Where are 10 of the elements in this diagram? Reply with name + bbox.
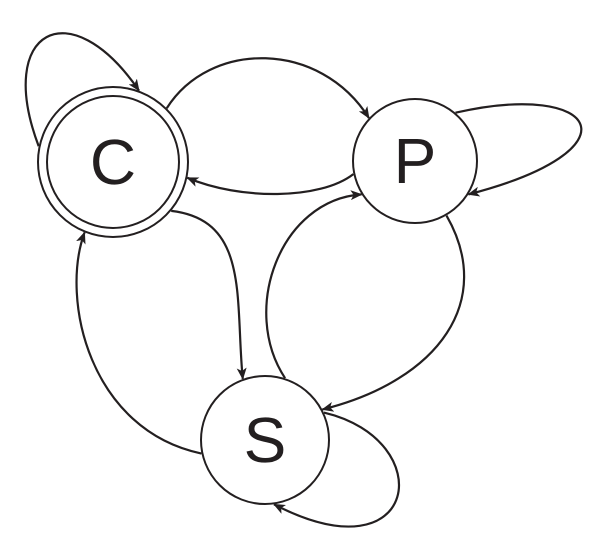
state-label: C <box>90 130 136 194</box>
arrow <box>321 215 466 412</box>
state-label: P <box>394 129 436 193</box>
arrow <box>76 232 202 455</box>
arrow <box>166 57 370 119</box>
arrow <box>171 210 247 380</box>
state-label: S <box>244 408 286 472</box>
arrow <box>455 103 582 196</box>
arrow <box>265 191 363 379</box>
arrow <box>273 411 400 527</box>
